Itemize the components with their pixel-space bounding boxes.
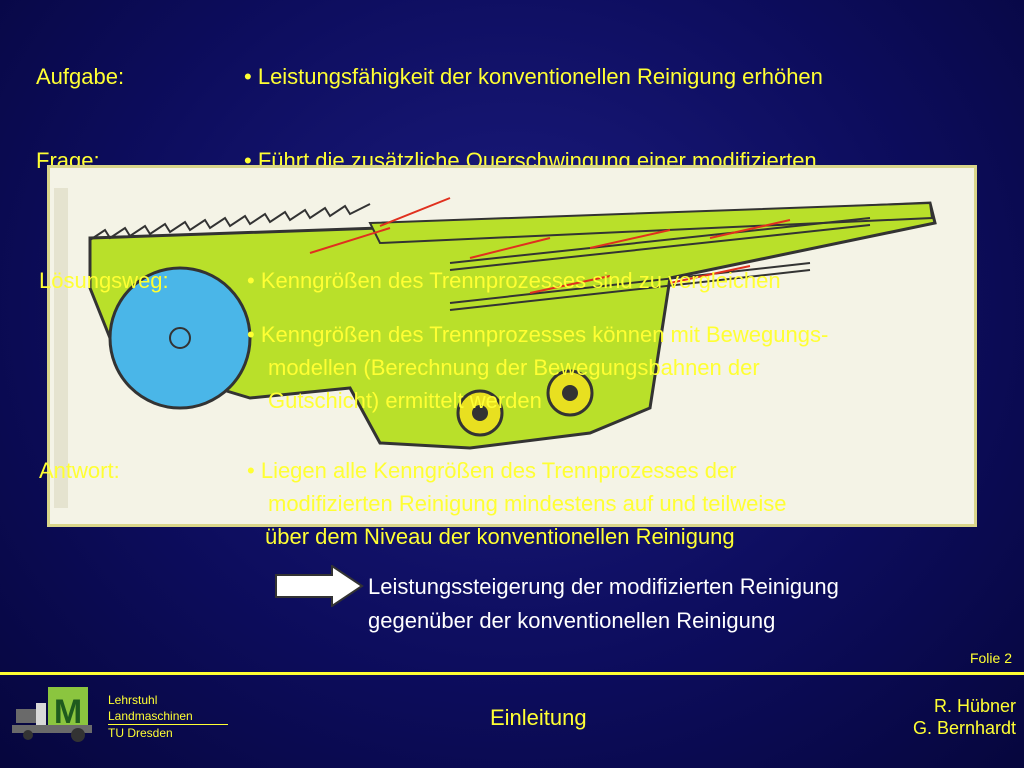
- result-line-1: Leistungssteigerung der modifizierten Re…: [368, 574, 839, 599]
- bullet-glyph: •: [244, 148, 252, 173]
- antwort-line-1: • Liegen alle Kenngrößen des Trennprozes…: [247, 458, 737, 484]
- antwort-text-1: Liegen alle Kenngrößen des Trennprozesse…: [260, 458, 737, 483]
- svg-text:M: M: [54, 693, 82, 731]
- label-loesungsweg: Lösungsweg:: [39, 268, 169, 293]
- right-arrow-icon: [275, 565, 364, 607]
- aufgabe-text: Leistungsfähigkeit der konventionellen R…: [257, 64, 823, 89]
- chair-line-2: Landmaschinen: [108, 708, 228, 725]
- author-1: R. Hübner: [933, 696, 1016, 716]
- footer-title: Einleitung: [490, 705, 587, 730]
- loesungsweg-item-2: • Kenngrößen des Trennprozesses können m…: [247, 322, 828, 348]
- chair-line-1: Lehrstuhl: [108, 693, 158, 707]
- authors: R. Hübner G. Bernhardt: [913, 695, 1016, 739]
- bullet-glyph: •: [244, 64, 252, 89]
- loesungsweg-item-1: • Kenngrößen des Trennprozesses sind zu …: [247, 268, 781, 294]
- bullet-glyph: •: [247, 268, 255, 293]
- bullet-glyph: •: [247, 322, 255, 347]
- loesungsweg-item-3: modellen (Berechnung der Bewegungsbahnen…: [268, 355, 760, 380]
- chair-name: Lehrstuhl Landmaschinen TU Dresden: [108, 692, 228, 741]
- label-aufgabe: Aufgabe:: [36, 64, 125, 89]
- chair-line-3: TU Dresden: [108, 726, 173, 740]
- machine-diagram: Lösungsweg: • Kenngrößen des Trennprozes…: [39, 165, 977, 527]
- antwort-line-2: modifizierten Reinigung mindestens auf u…: [268, 491, 787, 516]
- bullet-glyph: •: [247, 458, 255, 483]
- loesungsweg-item-4: Gutschicht) ermittelt werden: [268, 388, 542, 413]
- loesungsweg-text-1: Kenngrößen des Trennprozesses sind zu ve…: [260, 268, 781, 293]
- sieve-illustration: [54, 188, 937, 508]
- upper-sieve: [368, 201, 934, 245]
- fan-drum: [108, 266, 252, 410]
- lm-logo-icon: M: [12, 687, 92, 742]
- author-2: G. Bernhardt: [912, 718, 1016, 738]
- loesungsweg-text-2: Kenngrößen des Trennprozesses können mit…: [260, 322, 829, 347]
- antwort-line-3: über dem Niveau der konventionellen Rein…: [265, 524, 735, 549]
- slide-number: Folie 2: [969, 650, 1012, 666]
- result-line-2: gegenüber der konventionellen Reinigung: [368, 608, 776, 633]
- label-antwort: Antwort:: [39, 458, 120, 483]
- footer-divider: [0, 672, 1024, 675]
- aufgabe-bullet: • Leistungsfähigkeit der konventionellen…: [244, 64, 823, 90]
